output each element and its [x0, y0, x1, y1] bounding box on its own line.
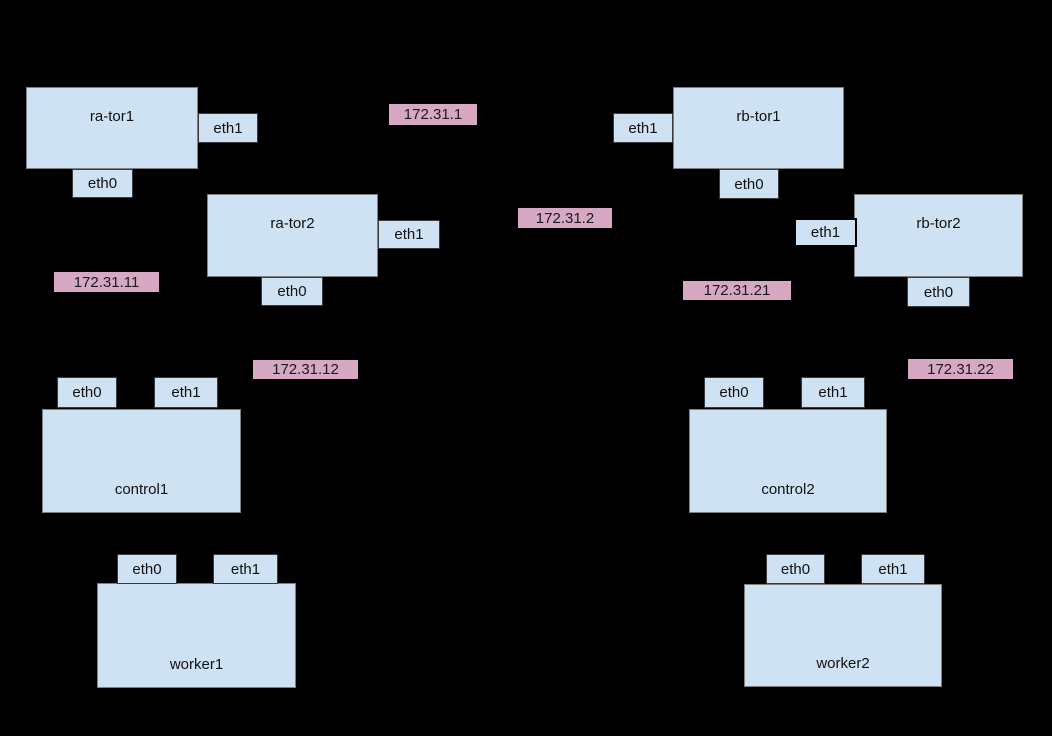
iface-ra-tor2-eth0: eth0: [261, 277, 323, 306]
ip-label-172-31-11: 172.31.11: [54, 272, 159, 292]
iface-ra-tor1-eth0: eth0: [72, 169, 133, 198]
node-control1: control1: [42, 409, 241, 513]
iface-label: eth1: [878, 560, 908, 578]
node-rb-tor1: rb-tor1: [673, 87, 844, 169]
iface-label: eth0: [734, 175, 764, 193]
node-label: rb-tor2: [916, 215, 961, 232]
node-rb-tor2: rb-tor2: [854, 194, 1023, 277]
node-control2: control2: [689, 409, 887, 513]
ip-text: 172.31.1: [403, 106, 463, 123]
iface-label: eth1: [171, 384, 201, 401]
ip-label-172-31-21: 172.31.21: [683, 281, 791, 300]
node-label: ra-tor2: [270, 215, 315, 232]
iface-worker2-eth0: eth0: [766, 554, 825, 584]
iface-worker2-eth1: eth1: [861, 554, 925, 584]
iface-ra-tor2-eth1: eth1: [378, 220, 440, 249]
ip-text: 172.31.22: [927, 360, 994, 378]
node-label: ra-tor1: [89, 108, 135, 125]
node-worker2: worker2: [744, 584, 942, 687]
ip-label-172-31-22: 172.31.22: [908, 359, 1013, 379]
iface-control2-eth0: eth0: [704, 377, 764, 408]
iface-label: eth1: [628, 119, 658, 137]
iface-rb-tor1-eth1: eth1: [613, 113, 673, 143]
iface-label: eth0: [277, 283, 307, 300]
node-worker1: worker1: [97, 583, 296, 688]
ip-text: 172.31.2: [535, 209, 595, 227]
iface-label: eth0: [780, 560, 811, 578]
iface-label: eth0: [923, 283, 954, 301]
node-label: rb-tor1: [736, 108, 781, 125]
ip-text: 172.31.12: [272, 361, 339, 378]
iface-label: eth1: [394, 226, 424, 243]
iface-worker1-eth0: eth0: [117, 554, 177, 584]
ip-text: 172.31.11: [73, 273, 140, 291]
iface-control1-eth0: eth0: [57, 377, 117, 408]
iface-worker1-eth1: eth1: [213, 554, 278, 584]
ip-label-172-31-1: 172.31.1: [389, 104, 477, 125]
iface-label: eth0: [719, 384, 749, 401]
node-label: control2: [761, 481, 815, 498]
ip-text: 172.31.21: [703, 282, 771, 299]
ip-label-172-31-12: 172.31.12: [253, 360, 358, 379]
node-ra-tor1: ra-tor1: [26, 87, 198, 169]
iface-label: eth1: [230, 560, 261, 578]
iface-label: eth1: [213, 119, 243, 137]
iface-rb-tor2-eth1: eth1: [794, 218, 857, 247]
iface-label: eth1: [810, 224, 841, 241]
iface-rb-tor1-eth0: eth0: [719, 169, 779, 199]
iface-rb-tor2-eth0: eth0: [907, 277, 970, 307]
node-label: control1: [114, 481, 169, 498]
iface-control1-eth1: eth1: [154, 377, 218, 408]
iface-label: eth0: [72, 384, 102, 401]
ip-label-172-31-2: 172.31.2: [518, 208, 612, 228]
node-ra-tor2: ra-tor2: [207, 194, 378, 277]
iface-label: eth0: [132, 560, 162, 578]
node-label: worker1: [169, 656, 224, 673]
iface-ra-tor1-eth1: eth1: [198, 113, 258, 143]
iface-label: eth1: [818, 384, 848, 401]
iface-control2-eth1: eth1: [801, 377, 865, 408]
node-label: worker2: [816, 655, 870, 672]
iface-label: eth0: [87, 175, 118, 192]
